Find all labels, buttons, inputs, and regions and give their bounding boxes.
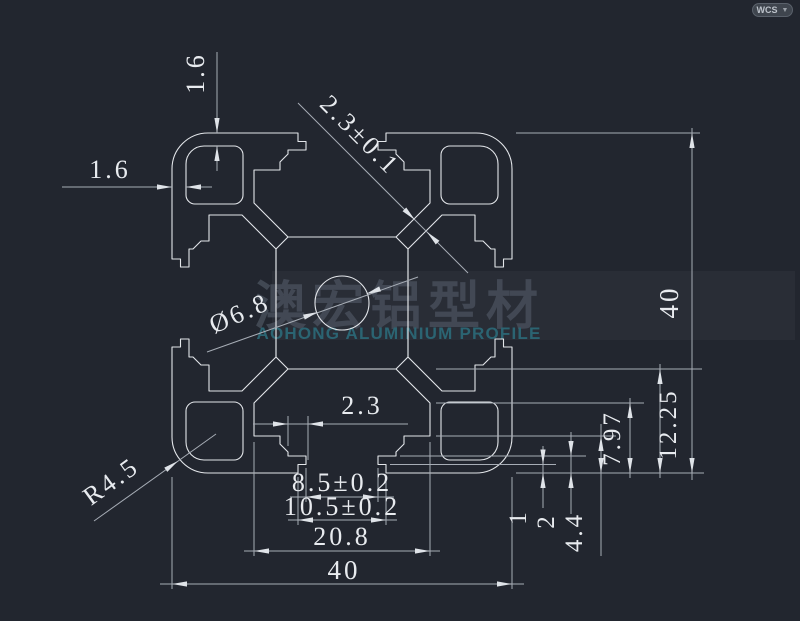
dim-cavity-floor-12_25: 12.25 xyxy=(655,388,682,459)
wcs-label: WCS xyxy=(756,5,778,15)
dim-top-wall-1_6: 1.6 xyxy=(181,52,210,94)
center-bore-circle xyxy=(314,275,370,331)
corner-pocket-bottom-left xyxy=(185,401,244,461)
watermark-subtitle: AOHONG ALUMINIUM PROFILE xyxy=(256,324,541,343)
dim-cavity-wall-7_97: 7.97 xyxy=(599,410,626,466)
dimension-lines xyxy=(62,52,704,589)
dim-slot-cavity-20_8: 20.8 xyxy=(313,522,371,551)
dim-step2-depth-2: 2 xyxy=(533,513,560,529)
dim-slot-opening-8_5: 8.5±0.2 xyxy=(292,468,392,497)
dim-corner-radius: R4.5 xyxy=(77,451,144,511)
dim-web-2_3: 2.3±0.1 xyxy=(314,89,405,180)
profile-outline xyxy=(171,132,513,474)
dim-slot-lip-2_3: 2.3 xyxy=(341,391,383,420)
watermark-title: 澳宏铝型材 xyxy=(254,277,544,337)
corner-pocket-bottom-right xyxy=(440,401,499,461)
corner-pocket-top-left xyxy=(185,145,244,205)
watermark: 澳宏铝型材 AOHONG ALUMINIUM PROFILE xyxy=(254,277,544,343)
dim-overall-height-40: 40 xyxy=(654,286,684,319)
dim-slot-step-10_5: 10.5±0.2 xyxy=(284,492,400,521)
wcs-button[interactable]: WCS ▼ xyxy=(752,3,793,17)
corner-pocket-top-right xyxy=(440,145,499,205)
chevron-down-icon: ▼ xyxy=(781,6,789,14)
center-core-octagon xyxy=(275,236,409,370)
dim-lip-depth-4_4: 4.4 xyxy=(561,512,588,552)
dim-step1-depth-1: 1 xyxy=(505,509,532,525)
dim-left-wall-1_6: 1.6 xyxy=(89,155,131,184)
dim-overall-width-40: 40 xyxy=(328,555,361,585)
